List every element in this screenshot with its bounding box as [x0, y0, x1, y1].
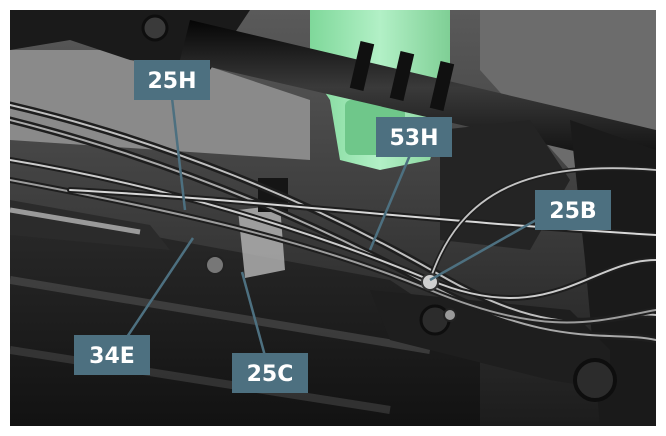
leader-25C: [240, 271, 267, 357]
link-bolt: [573, 358, 617, 402]
callout-25B-label: 25B: [549, 199, 596, 224]
callout-25H-box: [134, 60, 210, 100]
callout-25B-box: [535, 190, 611, 230]
callout-25B: 25B: [535, 190, 611, 230]
wire-loop-hl: [429, 167, 656, 281]
tray-ridge-2: [10, 346, 391, 414]
callout-34E-label: 34E: [89, 344, 135, 369]
callout-34E: 34E: [74, 335, 150, 375]
tray-ridge-1: [10, 276, 431, 354]
link-bolt-2: [419, 304, 451, 336]
leader-lines: [123, 97, 546, 357]
tube-ring-3: [429, 61, 455, 111]
callout-25H: 25H: [134, 60, 210, 100]
callout-53H: 53H: [376, 117, 452, 157]
callout-53H-box: [376, 117, 452, 157]
screw-left: [205, 255, 225, 275]
bracket-highlight: [10, 207, 141, 235]
screw-mid: [443, 308, 457, 322]
leader-53H: [368, 154, 412, 251]
callout-25C-label: 25C: [247, 362, 294, 387]
callout-25C: 25C: [232, 353, 308, 393]
wire-bundle: [10, 101, 656, 344]
photo-rc-chassis-wiring: 25H 53H 25B 34E 25C: [10, 10, 656, 426]
callout-34E-box: [74, 335, 150, 375]
leader-34E: [123, 237, 195, 341]
tube-ring-2: [389, 51, 415, 101]
callout-25H-label: 25H: [147, 69, 196, 94]
top-left-screw: [141, 14, 169, 42]
grey-plate: [10, 50, 310, 160]
wire-4-hl: [10, 179, 656, 324]
callout-53H-label: 53H: [389, 126, 438, 151]
leader-25H: [170, 97, 187, 211]
tube-ring-1: [349, 41, 375, 91]
wire-3-hl: [10, 159, 656, 299]
callout-25C-box: [232, 353, 308, 393]
leader-25B: [429, 213, 546, 282]
